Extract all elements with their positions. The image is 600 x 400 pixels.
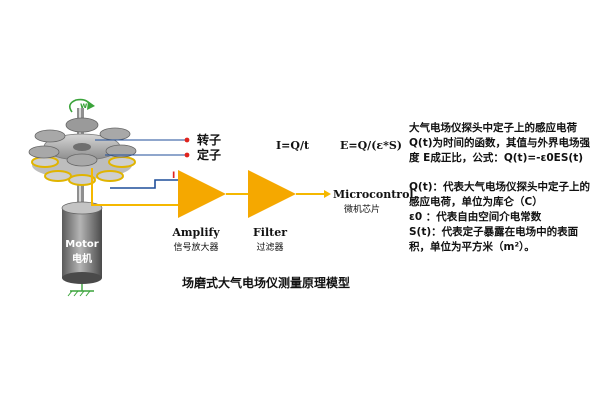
- motor: [61, 201, 103, 284]
- rotation-label: w: [80, 101, 88, 110]
- description-panel: 大气电场仪探头中定子上的感应电荷 Q(t)为时间的函数，其值与外界电场强度 E成…: [409, 121, 595, 255]
- description-permittivity: ε0 ：代表自由空间介电常数: [409, 211, 542, 223]
- signal-wire-blue: [110, 179, 178, 189]
- amplify-label-zh: 信号放大器: [173, 241, 218, 253]
- stator-pointer-dot: [184, 152, 190, 158]
- rotor-label: 转子: [197, 132, 221, 147]
- rotor-pointer-dot: [184, 137, 190, 143]
- stator-label: 定子: [197, 147, 221, 162]
- formula-field: E=Q/(ε*S): [340, 139, 402, 152]
- output-arrow-icon: [324, 190, 331, 198]
- filter-label-en: Filter: [253, 226, 287, 239]
- current-label: I: [172, 171, 175, 181]
- amplify-label-en: Amplify: [171, 226, 220, 239]
- formula-current: I=Q/t: [276, 139, 310, 152]
- rotor-disc: [28, 117, 137, 167]
- micro-label-zh: 微机芯片: [344, 203, 380, 215]
- micro-label-en: Microcontrol: [333, 188, 414, 201]
- motor-label-en: Motor: [65, 239, 98, 250]
- motor-label-zh: 电机: [72, 252, 92, 265]
- filter-label-zh: 过滤器: [256, 241, 283, 253]
- amplifier-triangle: [178, 170, 226, 218]
- diagram-title: 场磨式大气电场仪测量原理模型: [182, 275, 350, 290]
- rotation-arrow-icon: [68, 98, 95, 113]
- description-area: S(t)：代表定子暴露在电场中的表面积，单位为平方米（m²）。: [409, 226, 579, 253]
- ground-icon: [67, 284, 94, 297]
- description-formula: 大气电场仪探头中定子上的感应电荷 Q(t)为时间的函数，其值与外界电场强度 E成…: [409, 122, 591, 164]
- description-charge: Q(t)：代表大气电场仪探头中定子上的感应电荷，单位为库仑（C）: [409, 181, 591, 208]
- filter-triangle: [248, 170, 296, 218]
- signal-wire-yellow: [91, 168, 178, 206]
